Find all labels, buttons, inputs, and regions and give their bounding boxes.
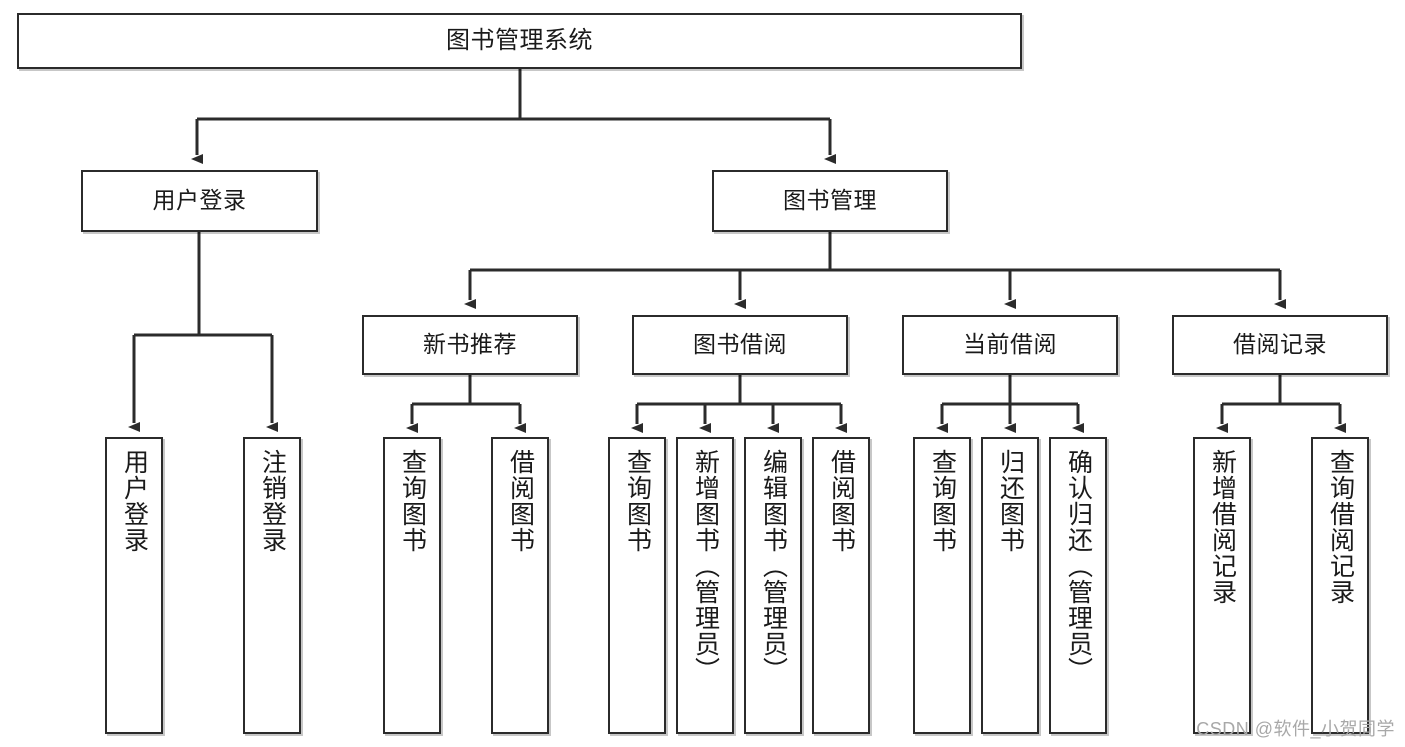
node-borrow-record[interactable]: 借阅记录 — [1172, 315, 1388, 375]
node-book-manage-label: 图书管理 — [783, 187, 877, 214]
node-leaf-borrow-book-2-label: 借阅图书 — [827, 449, 856, 553]
node-current-borrow-label: 当前借阅 — [963, 331, 1057, 358]
node-leaf-query-record-label: 查询借阅记录 — [1326, 449, 1355, 605]
node-leaf-query-book-2-label: 查询图书 — [623, 449, 652, 553]
node-leaf-edit-book-label: 编辑图书（管理员） — [759, 449, 788, 683]
node-new-book-recommend-label: 新书推荐 — [423, 331, 517, 358]
node-root-label: 图书管理系统 — [446, 26, 593, 54]
node-leaf-query-book-2[interactable]: 查询图书 — [608, 437, 666, 734]
node-leaf-confirm-return[interactable]: 确认归还（管理员） — [1049, 437, 1107, 734]
node-user-login-label: 用户登录 — [152, 187, 247, 214]
node-leaf-edit-book[interactable]: 编辑图书（管理员） — [744, 437, 802, 734]
node-leaf-add-book-label: 新增图书（管理员） — [691, 449, 720, 683]
node-leaf-borrow-book-1-label: 借阅图书 — [506, 449, 535, 553]
node-book-borrow-label: 图书借阅 — [693, 331, 787, 358]
node-leaf-borrow-book-1[interactable]: 借阅图书 — [491, 437, 549, 734]
watermark: CSDN @软件_小贺同学 — [1196, 719, 1395, 739]
node-book-manage[interactable]: 图书管理 — [712, 170, 948, 232]
node-root[interactable]: 图书管理系统 — [17, 13, 1022, 69]
node-book-borrow[interactable]: 图书借阅 — [632, 315, 848, 375]
node-leaf-query-book-1-label: 查询图书 — [398, 449, 427, 553]
node-borrow-record-label: 借阅记录 — [1233, 331, 1327, 358]
node-leaf-return-book[interactable]: 归还图书 — [981, 437, 1039, 734]
node-leaf-borrow-book-2[interactable]: 借阅图书 — [812, 437, 870, 734]
node-leaf-query-book-1[interactable]: 查询图书 — [383, 437, 441, 734]
node-current-borrow[interactable]: 当前借阅 — [902, 315, 1118, 375]
node-leaf-user-login[interactable]: 用户登录 — [105, 437, 163, 734]
node-leaf-query-book-3[interactable]: 查询图书 — [913, 437, 971, 734]
node-leaf-confirm-return-label: 确认归还（管理员） — [1064, 449, 1093, 683]
node-leaf-query-book-3-label: 查询图书 — [928, 449, 957, 553]
node-leaf-query-record[interactable]: 查询借阅记录 — [1311, 437, 1369, 734]
node-leaf-logout-login[interactable]: 注销登录 — [243, 437, 301, 734]
node-leaf-add-book[interactable]: 新增图书（管理员） — [676, 437, 734, 734]
node-leaf-add-record[interactable]: 新增借阅记录 — [1193, 437, 1251, 734]
node-leaf-logout-login-label: 注销登录 — [258, 449, 287, 553]
node-leaf-user-login-label: 用户登录 — [120, 449, 149, 553]
node-leaf-return-book-label: 归还图书 — [996, 449, 1025, 553]
node-leaf-add-record-label: 新增借阅记录 — [1208, 449, 1237, 605]
node-user-login[interactable]: 用户登录 — [81, 170, 318, 232]
node-new-book-recommend[interactable]: 新书推荐 — [362, 315, 578, 375]
